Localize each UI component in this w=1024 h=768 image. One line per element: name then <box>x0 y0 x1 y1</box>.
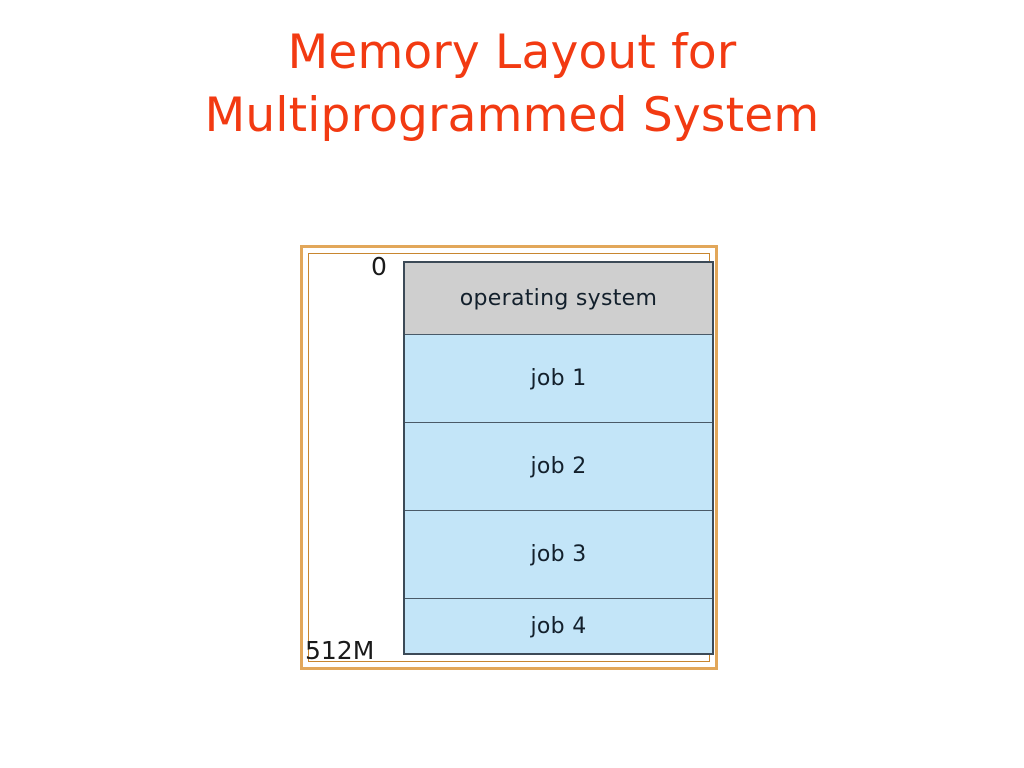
memory-diagram: 0 512M operating system job 1 job 2 job … <box>303 248 721 673</box>
memory-block-job-2: job 2 <box>405 423 712 511</box>
memory-block-job-3: job 3 <box>405 511 712 599</box>
memory-block-job-4: job 4 <box>405 599 712 653</box>
memory-block-label: job 4 <box>530 613 587 639</box>
memory-block-label: job 1 <box>530 366 587 391</box>
page-title: Memory Layout for Multiprogrammed System <box>0 22 1024 148</box>
memory-column: operating system job 1 job 2 job 3 job 4 <box>403 261 714 655</box>
memory-layout-figure: 0 512M operating system job 1 job 2 job … <box>300 245 718 670</box>
memory-block-operating-system: operating system <box>405 263 712 335</box>
memory-block-job-1: job 1 <box>405 335 712 423</box>
memory-block-label: operating system <box>459 286 658 311</box>
address-label-bottom: 512M <box>305 636 375 665</box>
memory-block-label: job 3 <box>530 542 587 567</box>
page-title-line-2: Multiprogrammed System <box>204 87 820 143</box>
memory-block-label: job 2 <box>530 454 587 479</box>
address-label-top: 0 <box>371 252 387 281</box>
page-title-line-1: Memory Layout for <box>287 25 737 80</box>
